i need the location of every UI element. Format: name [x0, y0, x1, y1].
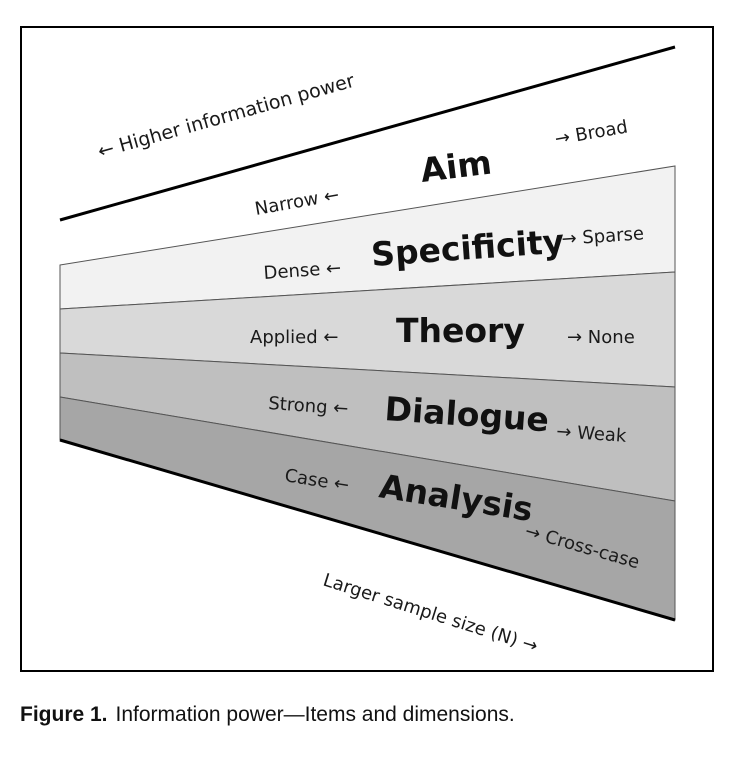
band-aim: [60, 47, 675, 265]
figure-number: Figure 1.: [20, 703, 108, 726]
theory-title: Theory: [396, 311, 525, 350]
theory-left-label: Applied ←: [250, 327, 338, 348]
aim-title: Aim: [418, 143, 493, 190]
top-boundary-line: [59, 45, 676, 222]
information-power-diagram: ← Higher information power Narrow ← Aim …: [20, 26, 714, 672]
figure-caption-text: Information power—Items and dimensions.: [115, 703, 515, 726]
dialogue-right-label: → Weak: [556, 421, 628, 447]
bottom-boundary-line: [59, 438, 676, 622]
theory-right-label: → None: [567, 327, 635, 348]
figure-caption: Figure 1. Information power—Items and dim…: [20, 703, 515, 727]
